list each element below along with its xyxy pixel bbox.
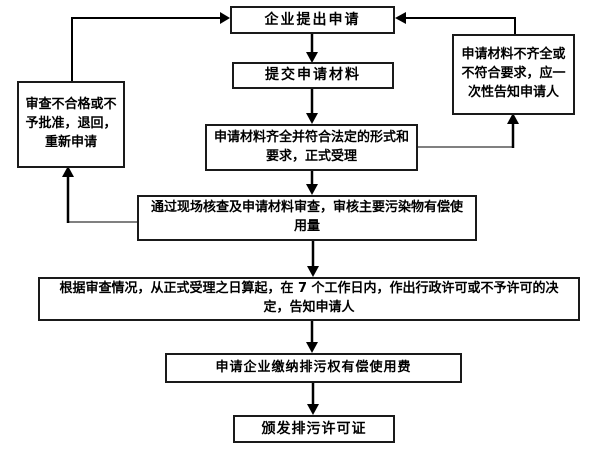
node-issue-permit: 颁发排污许可证	[233, 415, 395, 443]
arrow-submit-to-accept	[306, 89, 318, 124]
node-reject-reapply: 审查不合格或不予批准，退回，重新申请	[17, 81, 125, 168]
node-formal-acceptance: 申请材料齐全并符合法定的形式和要求，正式受理	[205, 124, 418, 171]
node-onsite-review: 通过现场核查及申请材料审查，审核主要污染物有偿使用量	[137, 195, 477, 241]
arrow-incomplete-to-apply	[395, 12, 516, 34]
node-enterprise-application: 企业提出申请	[230, 6, 395, 34]
arrow-decide-to-pay	[306, 321, 318, 353]
node-decision-7-days: 根据审查情况，从正式受理之日算起，在 7 个工作日内，作出行政许可或不予许可的决…	[38, 277, 580, 321]
arrow-accept-to-incomplete	[418, 113, 519, 148]
node-submit-materials: 提交申请材料	[232, 62, 394, 89]
arrow-review-to-decide	[307, 241, 319, 277]
arrow-review-to-reject	[62, 166, 137, 223]
node-incomplete-notice: 申请材料不齐全或不符合要求，应一次性告知申请人	[452, 34, 575, 115]
arrow-pay-to-issue	[307, 383, 319, 415]
arrow-apply-to-submit	[306, 34, 318, 63]
arrow-accept-to-review	[306, 171, 318, 195]
node-pay-fee: 申请企业缴纳排污权有偿使用费	[165, 353, 462, 383]
arrow-reject-to-apply	[71, 12, 230, 81]
